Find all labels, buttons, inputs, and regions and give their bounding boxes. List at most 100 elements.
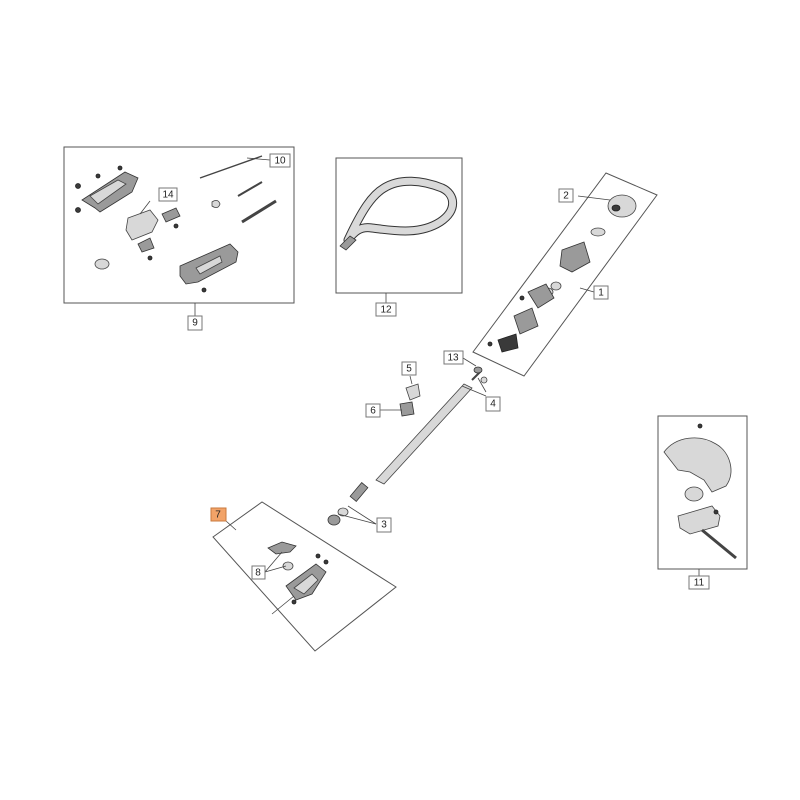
screw-part	[95, 173, 101, 179]
bolt-13-part	[473, 366, 483, 374]
spring-part	[590, 227, 606, 237]
auxiliary-handle-group	[212, 501, 397, 652]
sleeve-part	[327, 514, 341, 526]
leader-line	[139, 200, 151, 215]
clamp-ring-part	[94, 258, 110, 270]
leader-line	[462, 357, 477, 367]
handle-knob-part	[267, 541, 297, 555]
leader-line	[225, 520, 237, 531]
leader-line	[337, 513, 377, 525]
trigger-bracket-part	[125, 209, 159, 241]
guard-group	[657, 415, 748, 576]
callout-label-5-text: 5	[406, 364, 412, 375]
clamp-6-part	[399, 401, 415, 417]
trigger-part	[161, 207, 181, 223]
shoulder-strap-frame	[335, 157, 463, 294]
callout-label-13-text: 13	[447, 353, 459, 364]
leader-line	[477, 377, 487, 393]
guard-bracket-part	[677, 505, 721, 535]
handle-bracket-part	[405, 383, 421, 401]
handle-clamp-inner	[293, 573, 319, 595]
callout-label-6: 6	[365, 403, 381, 418]
shaft-coupling-part	[497, 333, 519, 353]
screw-part	[173, 223, 179, 229]
callout-label-4: 4	[485, 396, 501, 412]
callout-label-8: 8	[251, 565, 266, 580]
leader-line	[409, 375, 413, 385]
guard-shield-part	[663, 437, 732, 493]
screw-part	[75, 183, 81, 189]
callout-label-7-text: 7	[215, 510, 221, 521]
auxiliary-handle-frame	[212, 501, 397, 652]
callout-label-13: 13	[443, 350, 464, 365]
shoulder-strap-padding	[344, 177, 457, 244]
head-cap-part	[607, 194, 637, 218]
ferrule-part	[480, 376, 488, 384]
leader-line	[264, 551, 283, 573]
leader-line	[347, 505, 377, 525]
gearbox-head-frame	[472, 172, 658, 377]
callout-label-11: 11	[688, 575, 710, 590]
shoulder-strap-group	[335, 157, 463, 303]
screw-part	[315, 553, 321, 559]
callout-label-10-text: 10	[274, 156, 286, 167]
leader-line	[264, 565, 287, 573]
callout-label-2-text: 2	[563, 191, 569, 202]
guard-bracket-rod	[701, 528, 737, 560]
throttle-cable-part	[199, 155, 263, 179]
leader-line	[577, 195, 611, 201]
throttle-cable-part	[237, 181, 263, 197]
callout-label-2: 2	[558, 188, 574, 203]
callout-label-5: 5	[401, 361, 417, 376]
callout-label-14: 14	[158, 187, 178, 202]
guard-sleeve-part	[684, 486, 704, 502]
callout-label-12: 12	[375, 302, 397, 317]
bearing-housing-part	[513, 307, 539, 335]
screw-part	[117, 165, 123, 171]
callout-label-3: 3	[376, 517, 392, 533]
gearbox-head-group	[472, 172, 658, 377]
callout-label-12-text: 12	[380, 305, 392, 316]
spring-clip-part	[211, 200, 221, 208]
callout-label-11-text: 11	[694, 578, 705, 589]
head-cap-center	[611, 204, 621, 212]
screw-part	[75, 207, 81, 213]
handle-assembly-frame	[63, 146, 295, 304]
handle-housing-inner	[89, 179, 127, 205]
strap-hook-part	[339, 235, 357, 251]
callout-label-4-text: 4	[490, 399, 496, 410]
callout-label-7-highlighted: 7	[210, 507, 227, 522]
trigger-part	[137, 237, 155, 253]
gear-housing-part	[527, 283, 555, 309]
leader-line	[461, 385, 487, 397]
callout-label-9: 9	[187, 315, 203, 331]
sleeve-part	[337, 507, 349, 517]
guard-frame	[657, 415, 748, 570]
handle-assembly-group	[63, 146, 295, 316]
screw-part	[697, 423, 703, 429]
screw-part	[323, 559, 329, 565]
screw-part	[201, 287, 207, 293]
callout-label-8-text: 8	[255, 568, 261, 579]
callout-label-6-text: 6	[370, 406, 376, 417]
screw-part	[519, 295, 525, 301]
callout-label-14-text: 14	[162, 190, 174, 201]
callout-label-3-text: 3	[381, 520, 387, 531]
screw-part	[291, 599, 297, 605]
callout-label-10: 10	[269, 153, 291, 168]
trigger-subassembly	[125, 207, 181, 261]
washer-part	[550, 281, 562, 291]
screw-part	[713, 509, 719, 515]
spool-part	[559, 241, 591, 273]
callout-label-1: 1	[593, 285, 609, 300]
leader-line	[246, 157, 271, 161]
washer-part	[282, 561, 294, 571]
leader-line	[271, 595, 295, 615]
callout-label-9-text: 9	[192, 318, 198, 329]
shaft-end-part	[349, 481, 369, 503]
throttle-rod-part	[241, 199, 277, 224]
drive-shaft-tube	[375, 383, 473, 485]
screw-part	[147, 255, 153, 261]
screw-part	[487, 341, 493, 347]
leader-line	[579, 287, 595, 293]
